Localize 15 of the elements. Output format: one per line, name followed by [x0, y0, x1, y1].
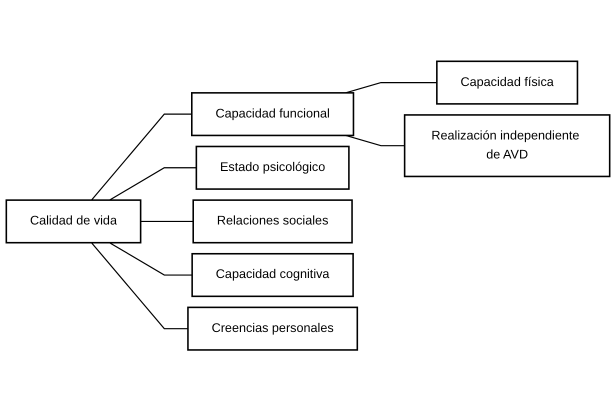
node-box: Calidad de vida [6, 199, 142, 244]
node-box: Capacidad física [436, 60, 578, 105]
node-box: Capacidad funcional [191, 92, 354, 136]
node-box: Relaciones sociales [192, 199, 353, 244]
node-box: Creencias personales [187, 306, 358, 351]
connector [109, 242, 192, 276]
connector [346, 134, 405, 146]
connector [91, 242, 188, 330]
connector [346, 82, 437, 94]
node-box: Realización independiente de AVD [404, 114, 610, 178]
connector [140, 220, 194, 222]
node-box: Capacidad cognitiva [191, 252, 354, 297]
connector [109, 167, 196, 200]
node-box: Estado psicológico [196, 146, 350, 190]
connector [91, 113, 192, 200]
